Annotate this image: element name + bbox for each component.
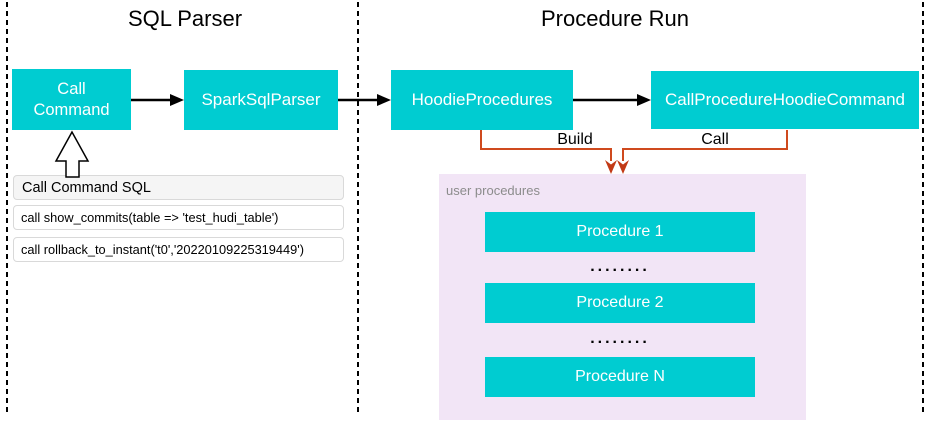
node-procedure-1: Procedure 1 [485,212,755,252]
sql-panel-header: Call Command SQL [13,175,344,200]
sql-statement-rollback-to-instant: call rollback_to_instant('t0','202201092… [13,237,344,262]
ellipsis-dots-2: ........ [590,330,650,347]
node-procedure-2: Procedure 2 [485,283,755,323]
build-arrowhead [605,160,617,174]
arrowhead-to-sparksqlparser [170,94,184,106]
edge-label-call: Call [701,131,729,148]
hollow-up-arrow [54,130,90,178]
section-title-procedure-run: Procedure Run [541,6,689,31]
node-callprocedurehoodiecommand: CallProcedureHoodieCommand [651,71,919,129]
node-sparksqlparser: SparkSqlParser [184,70,338,130]
arrowhead-to-callprocedurehoodiecommand [637,94,651,106]
edge-label-build: Build [557,131,593,148]
node-call-command-label: Call Command [33,79,110,119]
ellipsis-dots-1: ........ [590,258,650,275]
user-procedures-label: user procedures [446,183,540,198]
arrowhead-to-hoodieprocedures [377,94,391,106]
node-hoodieprocedures: HoodieProcedures [391,70,573,130]
section-title-sql-parser: SQL Parser [127,6,243,31]
node-call-command: Call Command [12,69,131,130]
call-arrowhead [617,160,629,174]
node-procedure-n: Procedure N [485,357,755,397]
sql-statement-show-commits: call show_commits(table => 'test_hudi_ta… [13,205,344,230]
